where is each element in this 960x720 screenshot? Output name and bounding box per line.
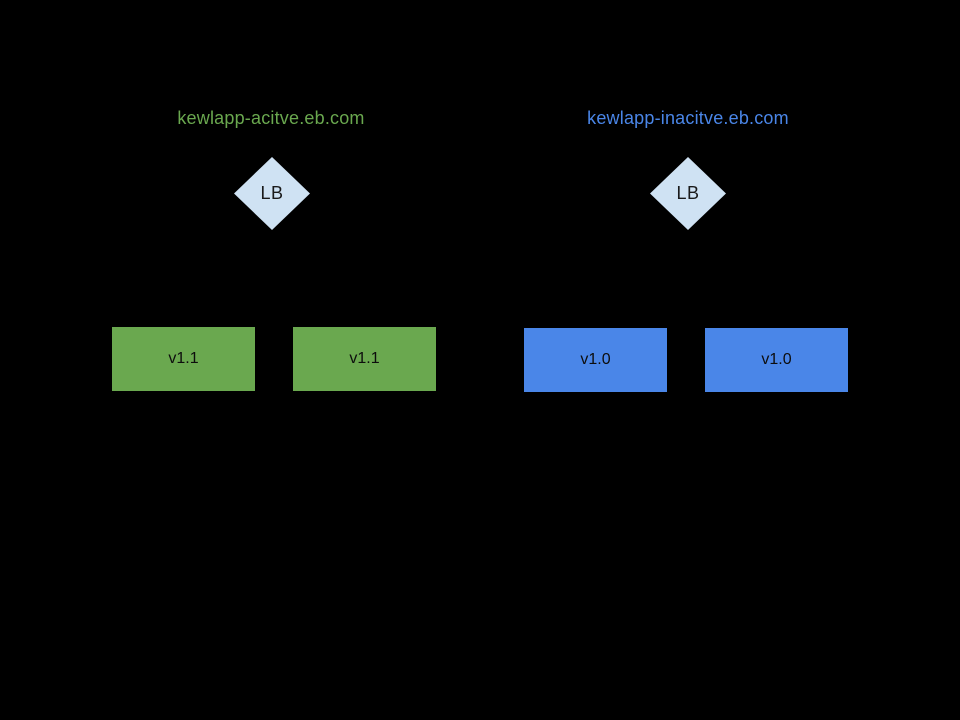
active-load-balancer-label: LB <box>260 183 284 203</box>
active-load-balancer-diamond: LB <box>234 157 310 230</box>
active-instance-1: v1.1 <box>110 325 257 393</box>
inactive-instance-2: v1.0 <box>703 326 850 394</box>
active-dns-label: kewlapp-acitve.eb.com <box>177 108 365 128</box>
inactive-instance-1: v1.0 <box>522 326 669 394</box>
inactive-load-balancer-diamond: LB <box>650 157 726 230</box>
inactive-load-balancer-label: LB <box>676 183 700 203</box>
active-instance-2: v1.1 <box>291 325 438 393</box>
inactive-dns-label: kewlapp-inacitve.eb.com <box>587 108 789 128</box>
